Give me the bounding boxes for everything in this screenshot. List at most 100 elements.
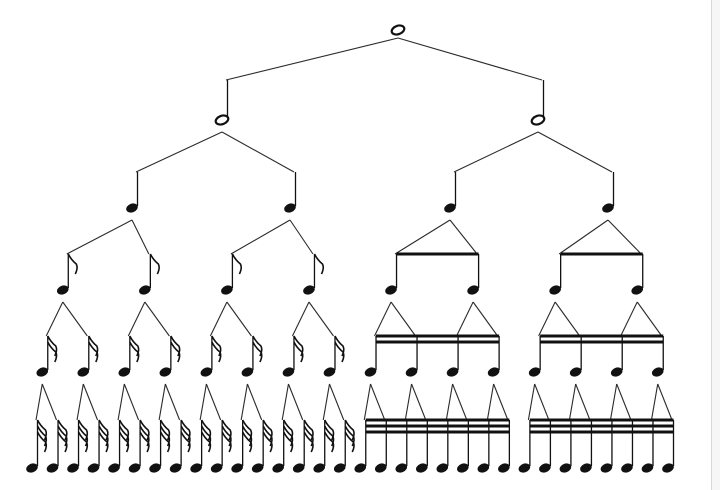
sixteenth-flag [129, 335, 140, 357]
quarter-notehead [602, 203, 614, 213]
thirty-second-flag [200, 431, 212, 453]
thirty-second-flag [303, 431, 314, 453]
branch-line [123, 383, 140, 421]
sixteenth-flag [170, 335, 181, 357]
branch-line [363, 383, 372, 421]
branch-line [135, 131, 223, 173]
branch-line [390, 301, 416, 337]
branch-line [328, 383, 345, 421]
eighth-notehead [139, 285, 151, 295]
quarter-notehead [126, 203, 138, 213]
thirty-second-notehead [354, 463, 367, 473]
thirty-second-notehead [333, 463, 346, 473]
thirty-second-flag [303, 419, 314, 441]
thirty-second-flag [57, 419, 68, 441]
quarter-notehead [444, 203, 456, 213]
eighth-notehead [385, 285, 397, 295]
branch-line [620, 301, 638, 337]
branch-line [636, 301, 663, 337]
eighth-notehead [221, 285, 233, 295]
thirty-second-flag [118, 431, 130, 453]
branch-line [226, 301, 252, 337]
branch-line [76, 383, 84, 421]
branch-line [445, 383, 454, 421]
thirty-second-flag [36, 419, 48, 441]
branch-line [650, 383, 659, 421]
branch-line [41, 383, 58, 421]
thirty-second-notehead [313, 463, 326, 473]
thirty-second-notehead [108, 463, 120, 473]
sixteenth-flag [334, 335, 345, 357]
sixteenth-notehead [200, 367, 213, 377]
branch-line [199, 383, 207, 421]
sixteenth-flag [88, 341, 99, 363]
branch-line [225, 37, 399, 81]
branch-line [411, 383, 427, 421]
page-edge [711, 0, 720, 490]
thirty-second-notehead [169, 463, 182, 473]
thirty-second-notehead [416, 463, 428, 473]
thirty-second-notehead [457, 463, 469, 473]
thirty-second-flag [262, 419, 273, 441]
branch-line [209, 301, 228, 337]
thirty-second-flag [98, 431, 109, 453]
thirty-second-flag [118, 419, 130, 441]
sixteenth-flag [252, 341, 263, 363]
branch-line [164, 383, 181, 421]
branch-line [131, 219, 150, 255]
sixteenth-flag [47, 341, 58, 363]
sixteenth-notehead [159, 367, 172, 377]
thirty-second-notehead [539, 463, 551, 473]
sixteenth-notehead [36, 367, 49, 377]
branch-line [607, 219, 642, 255]
thirty-second-flag [180, 431, 191, 453]
sixteenth-flag [293, 341, 304, 363]
sixteenth-flag [211, 335, 222, 357]
branch-line [82, 383, 99, 421]
branch-line [289, 219, 314, 255]
eighth-notehead [467, 285, 479, 295]
branch-line [609, 383, 618, 421]
thirty-second-flag [200, 419, 212, 441]
thirty-second-notehead [149, 463, 161, 473]
thirty-second-notehead [600, 463, 613, 473]
thirty-second-notehead [251, 463, 264, 473]
thirty-second-notehead [231, 463, 243, 473]
branch-line [456, 301, 474, 337]
thirty-second-flag [282, 431, 294, 453]
branch-line [657, 383, 673, 421]
sixteenth-notehead [282, 367, 295, 377]
sixteenth-notehead [651, 367, 664, 377]
thirty-second-notehead [641, 463, 654, 473]
thirty-second-notehead [436, 463, 449, 473]
branch-line [537, 131, 613, 173]
thirty-second-notehead [477, 463, 490, 473]
branch-line [144, 301, 170, 337]
branch-line [127, 301, 146, 337]
branch-line [453, 131, 539, 173]
thirty-second-flag [159, 431, 171, 453]
eighth-notehead [631, 285, 644, 295]
whole-notehead [390, 24, 406, 36]
thirty-second-notehead [190, 463, 202, 473]
sixteenth-flag [88, 335, 99, 357]
branch-line [404, 383, 413, 421]
sixteenth-flag [211, 341, 222, 363]
branch-line [493, 383, 509, 421]
thirty-second-notehead [498, 463, 510, 473]
thirty-second-flag [262, 431, 273, 453]
thirty-second-flag [180, 419, 191, 441]
branch-line [240, 383, 248, 421]
branch-line [66, 219, 133, 255]
branch-line [558, 219, 609, 255]
branch-line [158, 383, 166, 421]
thirty-second-notehead [580, 463, 592, 473]
sixteenth-notehead [241, 367, 254, 377]
thirty-second-flag [139, 431, 150, 453]
thirty-second-flag [282, 419, 294, 441]
eighth-flag [313, 253, 325, 275]
eighth-notehead [303, 285, 315, 295]
thirty-second-flag [221, 431, 232, 453]
branch-line [374, 301, 392, 337]
